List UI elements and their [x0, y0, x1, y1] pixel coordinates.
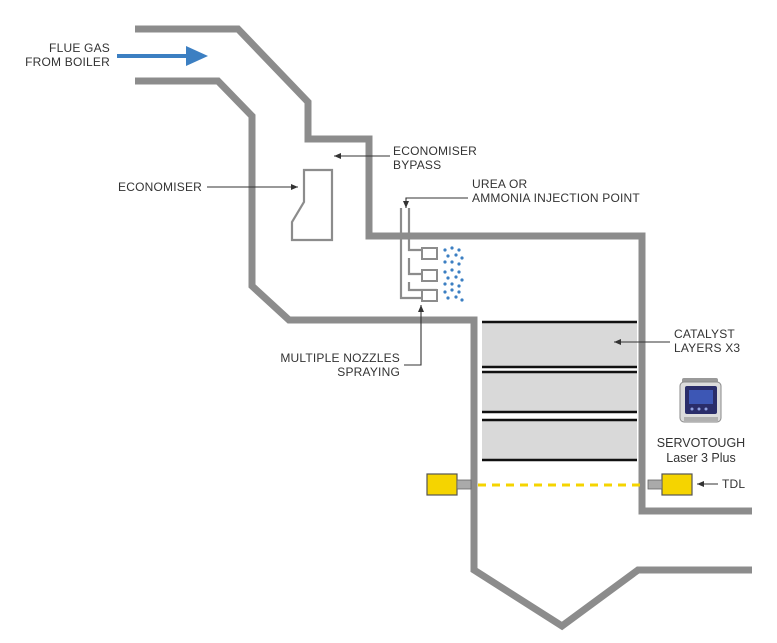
catalyst-layers: [482, 320, 637, 462]
nozzles-label-line1: MULTIPLE NOZZLES: [280, 351, 400, 365]
economiser-bypass-label-line2: BYPASS: [393, 158, 441, 172]
catalyst-layer-3: [482, 418, 637, 462]
injection-label-line1: UREA OR: [472, 177, 528, 191]
tdl-receiver: [661, 473, 693, 496]
catalyst-layer-2: [482, 370, 637, 414]
flue-gas-label-line1: FLUE GAS: [49, 41, 110, 55]
economiser-unit: [290, 168, 334, 242]
device-label-line2: Laser 3 Plus: [666, 451, 735, 465]
nozzles-label-line2: SPRAYING: [337, 365, 400, 379]
catalyst-layer-1: [482, 320, 637, 369]
economiser-label: ECONOMISER: [118, 180, 202, 194]
duct-inner-wall: [135, 77, 752, 631]
tdl-label: TDL: [722, 477, 745, 491]
economiser-bypass-label-line1: ECONOMISER: [393, 144, 477, 158]
flue-gas-flow-arrow-icon: [117, 46, 208, 66]
nozzle-3: [421, 289, 438, 302]
nozzle-2: [421, 269, 438, 282]
labels: FLUE GAS FROM BOILER ECONOMISER ECONOMIS…: [25, 41, 745, 491]
device-label-line1: SERVOTOUGH: [657, 436, 745, 450]
analyzer-device-icon: [679, 378, 722, 423]
injection-label-line2: AMMONIA INJECTION POINT: [472, 191, 640, 205]
injection-lance: [399, 208, 438, 302]
nozzle-1: [421, 247, 438, 260]
duct-outer-wall: [135, 25, 752, 515]
nozzles-leader: [404, 305, 424, 366]
catalyst-label-line1: CATALYST: [674, 327, 735, 341]
tdl-system: [426, 473, 693, 496]
leader-lines: [207, 153, 718, 487]
spray-dots: [443, 246, 464, 302]
injection-leader: [403, 197, 468, 208]
duct-walls: [135, 25, 752, 631]
catalyst-label-line2: LAYERS X3: [674, 341, 740, 355]
tdl-transmitter: [426, 473, 458, 496]
flue-gas-label-line2: FROM BOILER: [25, 55, 110, 69]
